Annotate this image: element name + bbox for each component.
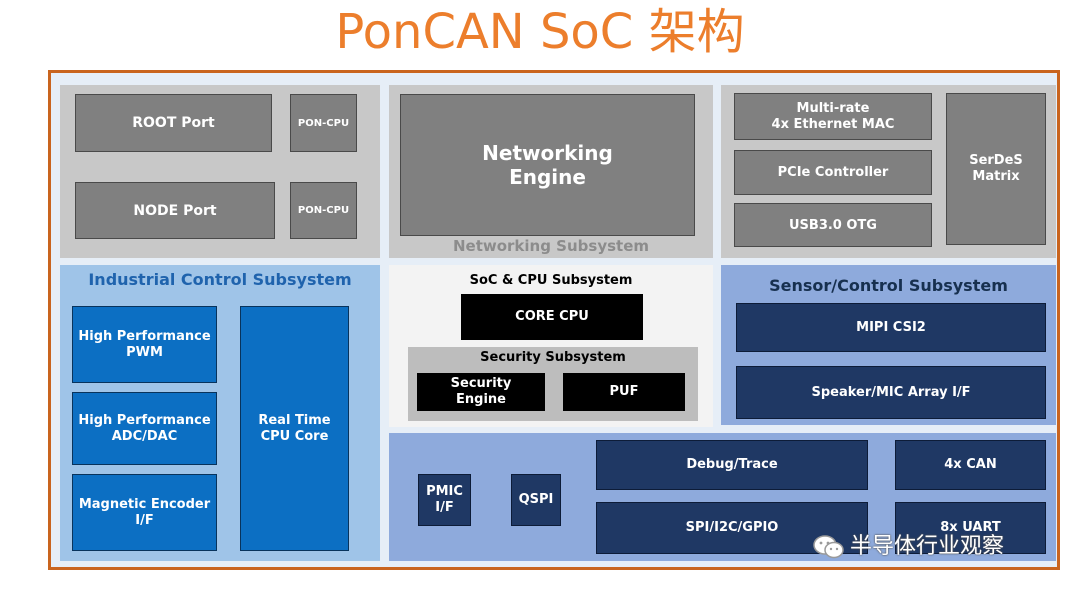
page-title: PonCAN SoC 架构 (335, 4, 745, 60)
watermark-text: 半导体行业观察 (850, 534, 1005, 559)
magnetic-encoder-block: Magnetic Encoder I/F (72, 474, 217, 551)
serdes-matrix-block: SerDeS Matrix (946, 93, 1046, 245)
real-time-cpu-block: Real Time CPU Core (240, 306, 349, 551)
pcie-controller-block: PCIe Controller (734, 150, 932, 195)
node-port-block: NODE Port (75, 182, 275, 239)
uart-block: 8x UART (895, 502, 1046, 554)
usb-otg-block: USB3.0 OTG (734, 203, 932, 247)
root-port-block: ROOT Port (75, 94, 272, 152)
core-cpu-block: CORE CPU (461, 294, 643, 340)
security-subsystem-label: Security Subsystem (480, 350, 626, 365)
soc-cpu-label: SoC & CPU Subsystem (469, 273, 633, 288)
security-engine-block: Security Engine (417, 373, 545, 411)
speaker-mic-block: Speaker/MIC Array I/F (736, 366, 1046, 419)
adc-dac-block: High Performance ADC/DAC (72, 392, 217, 465)
sensor-control-label: Sensor/Control Subsystem (769, 276, 1008, 295)
ethernet-mac-block: Multi-rate 4x Ethernet MAC (734, 93, 932, 140)
pwm-block: High Performance PWM (72, 306, 217, 383)
industrial-control-label: Industrial Control Subsystem (88, 270, 352, 289)
wechat-icon (812, 533, 846, 561)
debug-trace-block: Debug/Trace (596, 440, 868, 490)
networking-subsystem-label: Networking Subsystem (452, 237, 650, 255)
mipi-csi2-block: MIPI CSI2 (736, 303, 1046, 352)
can-block: 4x CAN (895, 440, 1046, 490)
qspi-block: QSPI (511, 474, 561, 526)
pon-cpu-block-1: PON-CPU (290, 94, 357, 152)
networking-engine-block: Networking Engine (400, 94, 695, 236)
pon-cpu-block-2: PON-CPU (290, 182, 357, 239)
puf-block: PUF (563, 373, 685, 411)
pmic-if-block: PMIC I/F (418, 474, 471, 526)
